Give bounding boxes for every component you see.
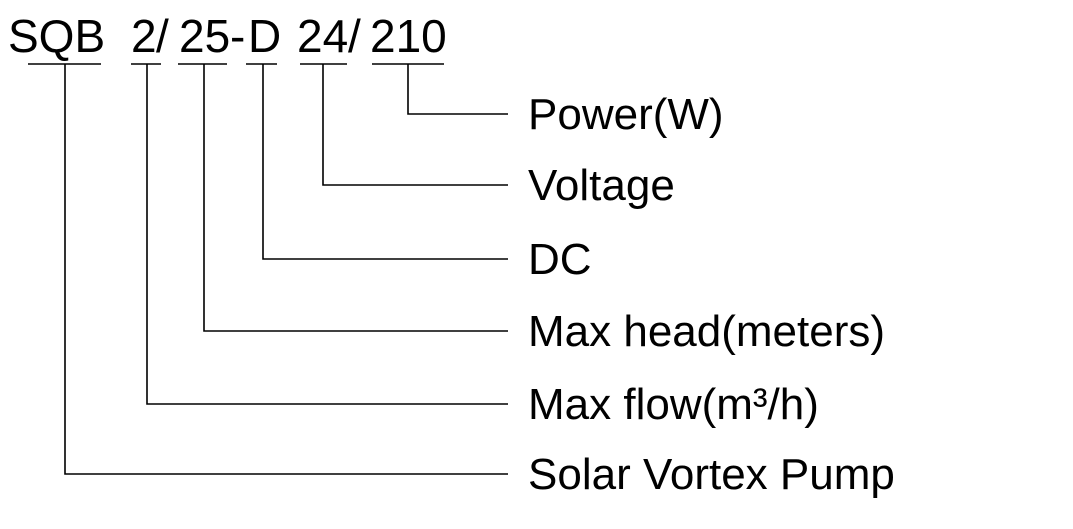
code-power: 210 [370,10,447,62]
code-flow: 2 [131,10,157,62]
code-separator-2: / [348,10,361,62]
model-code: SQB 2 / 25 - D 24 / 210 [8,10,447,62]
label-dc: DC [528,235,592,284]
code-dc: D [248,10,281,62]
leader-power [407,64,508,115]
code-voltage: 24 [297,10,348,62]
code-dash: - [230,10,245,62]
leader-series [64,64,508,475]
leader-lines [64,64,508,475]
code-head: 25 [179,10,230,62]
leader-dc [262,64,508,260]
label-voltage: Voltage [528,161,675,210]
leader-flow [146,64,508,405]
leader-head [203,64,508,332]
label-max-head: Max head(meters) [528,307,885,356]
callout-labels: Power(W) Voltage DC Max head(meters) Max… [528,90,895,499]
label-power: Power(W) [528,90,724,139]
label-max-flow: Max flow(m³/h) [528,380,819,429]
leader-voltage [322,64,508,186]
label-solar-vortex-pump: Solar Vortex Pump [528,450,895,499]
code-series: SQB [8,10,105,62]
code-separator-1: / [156,10,169,62]
